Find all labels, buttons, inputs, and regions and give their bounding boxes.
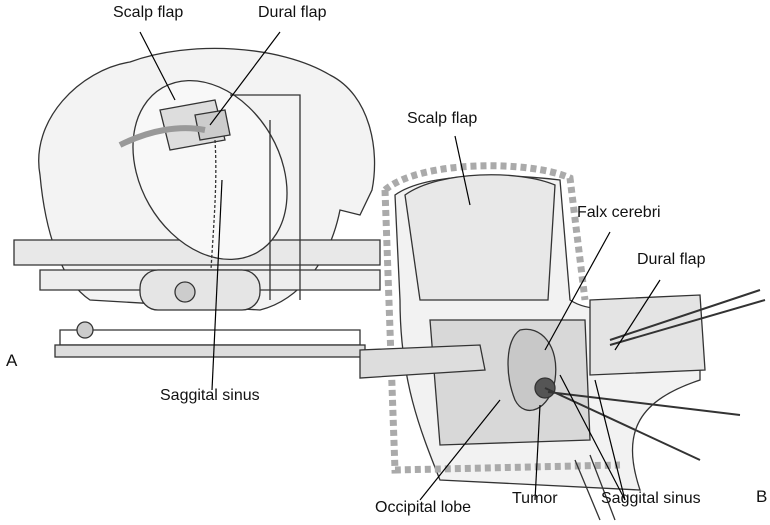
panel-letter-a: A (6, 351, 18, 370)
leader-lines (139, 31, 661, 501)
panel-a-drawing (13, 47, 381, 358)
label-b-tumor: Tumor (512, 490, 558, 507)
label-a-scalp-flap: Scalp flap (113, 4, 184, 21)
panel-b-drawing (359, 162, 766, 521)
label-b-occipital-lobe: Occipital lobe (375, 499, 472, 516)
label-b-dural-flap: Dural flap (637, 251, 706, 268)
label-b-scalp-flap: Scalp flap (407, 110, 478, 127)
panel-letter-b: B (756, 487, 768, 506)
label-a-dural-flap: Dural flap (258, 4, 327, 21)
label-a-saggital-sinus: Saggital sinus (160, 387, 260, 404)
label-b-falx-cerebri: Falx cerebri (577, 204, 661, 221)
label-b-saggital-sinus: Saggital sinus (601, 490, 701, 507)
